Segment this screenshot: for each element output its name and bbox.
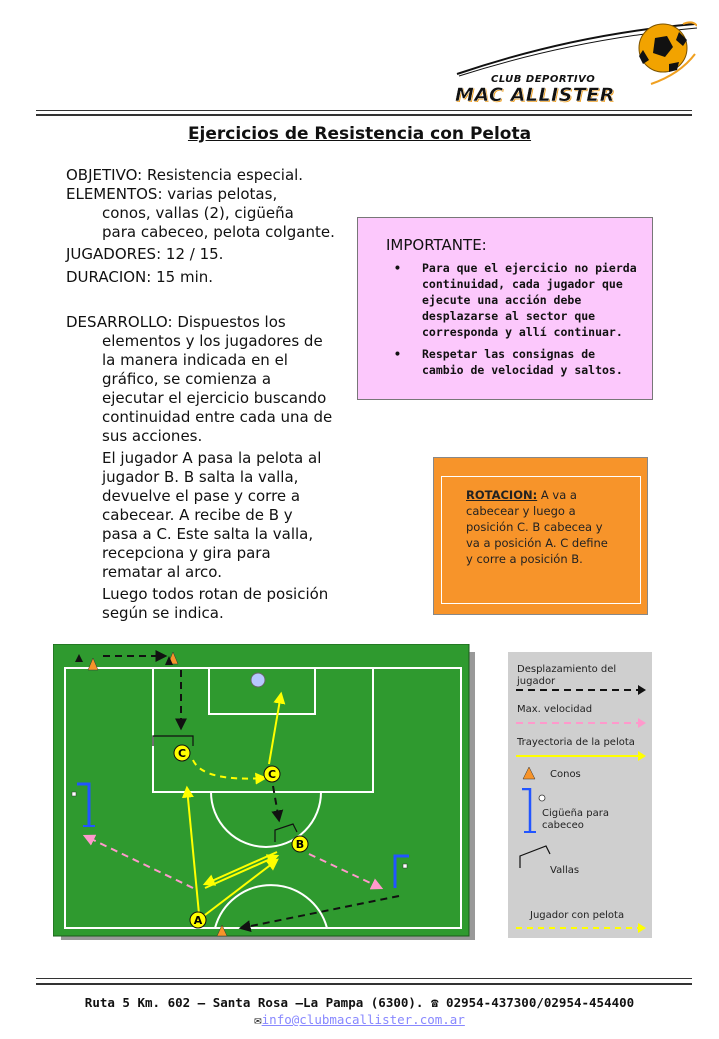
club-logo: CLUB DEPORTIVO MAC ALLISTER (455, 14, 705, 109)
page-title: Ejercicios de Resistencia con Pelota (187, 124, 532, 144)
footer-address: Ruta 5 Km. 602 – Santa Rosa –La Pampa (6… (84, 995, 424, 1010)
desarrollo-line-2: la manera indicada en el (102, 351, 288, 369)
importante-box: IMPORTANTE: Para que el ejercicio no pie… (357, 217, 653, 400)
legend-yellow-dashed-arrow (516, 923, 646, 933)
player-b: B (296, 838, 304, 851)
rotacion-text-0: A va a (540, 488, 577, 502)
duracion-label: DURACION: (66, 268, 152, 286)
stork-icon (522, 788, 546, 833)
desarrollo-label: DESARROLLO: (66, 313, 173, 331)
legend-max-velocidad: Max. velocidad (517, 704, 593, 715)
legend-ciguena: Cigüeña para cabeceo (542, 808, 609, 831)
duracion-value: 15 min. (156, 268, 214, 286)
legend-vallas: Vallas (550, 865, 580, 876)
rotacion-line-3: va a posición A. C define (466, 536, 608, 550)
elementos-value-3: para cabeceo, pelota colgante. (102, 223, 335, 241)
legend-black-arrow (516, 685, 646, 695)
jugadores-label: JUGADORES: (66, 245, 162, 263)
envelope-icon: ✉ (254, 1012, 262, 1027)
telephone-icon: ☎ (430, 995, 439, 1010)
hurdle-icon (519, 845, 551, 868)
para2-line-4: pasa a C. Este salta la valla, (102, 525, 314, 543)
rotacion-label: ROTACION: (466, 488, 538, 502)
rotacion-box: ROTACION: A va a cabecear y luego a posi… (433, 457, 648, 615)
para3-line-0: Luego todos rotan de posición (102, 585, 329, 603)
para2-line-3: cabecear. A recibe de B y (102, 506, 293, 524)
player-a: A (194, 914, 203, 927)
objetivo-value: Resistencia especial. (146, 166, 304, 184)
desarrollo-line-3: gráfico, se comienza a (102, 370, 272, 388)
footer-address-row: Ruta 5 Km. 602 – Santa Rosa –La Pampa (6… (0, 995, 719, 1010)
legend-box: Desplazamiento del jugador Max. velocida… (508, 652, 652, 938)
footer-rule-top (36, 978, 692, 979)
footer-phone: 02954-437300/02954-454400 (446, 995, 635, 1010)
player-c-shooter: C (268, 768, 276, 781)
rotacion-inner: ROTACION: A va a cabecear y luego a posi… (441, 476, 641, 604)
club-line1: CLUB DEPORTIVO (491, 74, 596, 85)
rotacion-line-4: y corre a posición B. (466, 552, 583, 566)
legend-jugador-pelota: Jugador con pelota (530, 910, 625, 921)
legend-desplazamiento: Desplazamiento del jugador (517, 664, 617, 687)
objetivo-label: OBJETIVO: (66, 166, 143, 184)
elementos-label: ELEMENTOS: (66, 185, 163, 203)
legend-trayectoria: Trayectoria de la pelota (517, 737, 635, 748)
objetivo-row: OBJETIVO: Resistencia especial. (66, 166, 366, 185)
importante-item: Para que el ejercicio no pierda continui… (388, 260, 642, 340)
desarrollo-line-1: elementos y los jugadores de (102, 332, 323, 350)
header-rule-top (36, 110, 692, 111)
desarrollo-line-4: ejecutar el ejercicio buscando (102, 389, 327, 407)
elementos-value-1: varias pelotas, (167, 185, 278, 203)
cone-icon (522, 766, 536, 780)
footer-email-link[interactable]: info@clubmacallister.com.ar (261, 1012, 465, 1027)
desarrollo-row: DESARROLLO: Dispuestos los (66, 313, 366, 332)
desarrollo-line-6: sus acciones. (102, 427, 203, 445)
importante-item: Respetar las consignas de cambio de velo… (388, 346, 642, 378)
rotacion-line-0: ROTACION: A va a (466, 487, 640, 503)
desarrollo-line-0: Dispuestos los (177, 313, 286, 331)
field-svg: A B C C (52, 643, 475, 940)
para2-line-2: devuelve el pase y corre a (102, 487, 301, 505)
soccer-ball-icon (633, 20, 698, 82)
para2-line-0: El jugador A pasa la pelota al (102, 449, 322, 467)
legend-pink-arrow (516, 718, 646, 728)
club-line2: MAC ALLISTER (455, 84, 615, 106)
jugadores-value: 12 / 15. (165, 245, 224, 263)
desarrollo-line-5: continuidad entre cada una de (102, 408, 333, 426)
jugadores-row: JUGADORES: 12 / 15. (66, 245, 366, 264)
legend-conos: Conos (550, 769, 581, 780)
footer-rule-bottom (36, 983, 692, 985)
elementos-value-2: conos, vallas (2), cigüeña (102, 204, 294, 222)
info-section: OBJETIVO: Resistencia especial. ELEMENTO… (66, 166, 366, 623)
duracion-row: DURACION: 15 min. (66, 268, 366, 287)
para2-line-6: rematar al arco. (102, 563, 222, 581)
importante-title: IMPORTANTE: (386, 236, 487, 254)
rotacion-line-1: cabecear y luego a (466, 504, 576, 518)
para2-line-5: recepciona y gira para (102, 544, 271, 562)
rotacion-line-2: posición C. B cabecea y (466, 520, 603, 534)
para2-line-1: jugador B. B salta la valla, (102, 468, 299, 486)
player-c: C (178, 747, 186, 760)
importante-list: Para que el ejercicio no pierda continui… (388, 260, 642, 378)
para3-line-1: según se indica. (102, 604, 224, 622)
header-rule-bottom (36, 114, 692, 116)
elementos-row: ELEMENTOS: varias pelotas, (66, 185, 366, 204)
field-diagram: A B C C (52, 643, 477, 942)
legend-yellow-arrow (516, 751, 646, 761)
footer-mail-row: ✉info@clubmacallister.com.ar (0, 1012, 719, 1027)
